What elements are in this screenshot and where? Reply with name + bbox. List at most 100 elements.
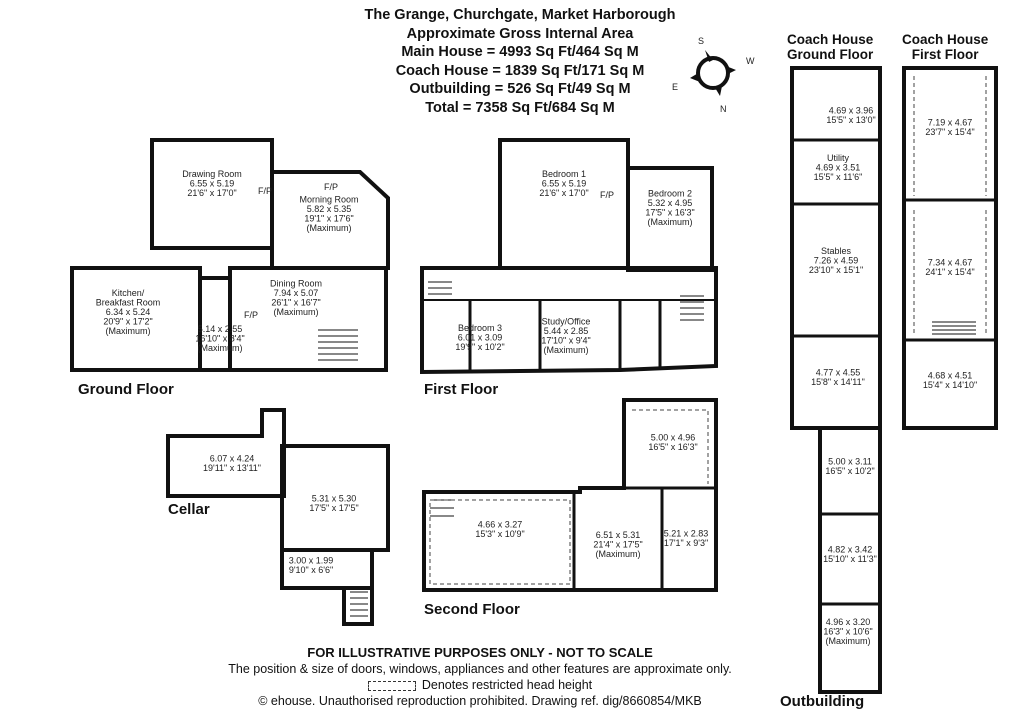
room-label-line: 5.00 x 4.96 (651, 433, 696, 443)
room-label-line: 15'5" x 13'0" (826, 115, 875, 125)
room-label-line: 5.31 x 5.30 (312, 494, 357, 504)
room-label-line: 4.68 x 4.51 (928, 371, 973, 381)
coach-first-label: Coach House First Floor (902, 32, 988, 62)
room-label-line: 6.01 x 3.09 (458, 333, 503, 343)
header-subtitle: Approximate Gross Internal Area (406, 25, 634, 42)
cellar-walls (166, 408, 390, 626)
room-label-line: (Maximum) (198, 343, 243, 353)
room-label-line: 9'10" x 6'6" (289, 565, 333, 575)
room-label-line: Bedroom 1 (542, 169, 586, 179)
room-label-line: 19'1" x 17'6" (304, 214, 353, 224)
room-label-line: 24'1" x 15'4" (925, 267, 974, 277)
room-label-line: 23'10" x 15'1" (809, 265, 863, 275)
room-label-line: 6.34 x 5.24 (106, 307, 151, 317)
room-label-line: 15'5" x 11'6" (814, 172, 863, 182)
coach-first-line1: Coach House (902, 32, 989, 47)
coach-first-line2: First Floor (911, 47, 979, 62)
dashed-line-icon (367, 680, 416, 691)
room-label-line: Utility (827, 153, 849, 163)
fireplace-label: F/P (258, 186, 272, 196)
room-label-line: 5.00 x 3.11 (828, 457, 872, 467)
fireplace-label: F/P (324, 182, 338, 192)
room-label-line: 16'5" x 10'2" (825, 466, 874, 476)
compass-n: N (720, 104, 727, 114)
room-label-line: Kitchen/ (112, 288, 145, 298)
room-label-line: 5.32 x 4.95 (648, 198, 693, 208)
room-label-line: 17'10" x 9'4" (541, 336, 590, 346)
footer-copyright: © ehouse. Unauthorised reproduction proh… (258, 694, 702, 708)
stairs-icon (318, 281, 976, 617)
room-label-line: (Maximum) (307, 223, 352, 233)
room-label-line: 7.26 x 4.59 (814, 256, 859, 266)
second-floor-label: Second Floor (424, 601, 520, 618)
fireplace-markers: F/P F/P F/P F/P (244, 182, 614, 320)
compass-letters: S W E N (672, 36, 755, 114)
room-label-line: 7.19 x 4.67 (928, 118, 973, 128)
room-label-line: (Maximum) (106, 326, 151, 336)
compass-icon (690, 50, 736, 96)
room-label-line: Morning Room (299, 195, 358, 205)
room-label-line: (Maximum) (826, 636, 871, 646)
room-label-line: 5.21 x 2.83 (664, 529, 709, 539)
room-label-line: (Maximum) (648, 217, 693, 227)
room-label-line: 5.44 x 2.85 (544, 326, 589, 336)
room-label-line: Study/Office (542, 317, 591, 327)
header-block: The Grange, Churchgate, Market Harboroug… (310, 6, 730, 118)
header-total: Total = 7358 Sq Ft/684 Sq M (425, 99, 615, 116)
room-label-line: 5.82 x 5.35 (307, 204, 352, 214)
header-main-house: Main House = 4993 Sq Ft/464 Sq M (401, 44, 639, 61)
room-label-line: 20'9" x 17'2" (103, 317, 152, 327)
room-label-line: 6.55 x 5.19 (190, 179, 235, 189)
room-label-line: (Maximum) (596, 549, 641, 559)
room-label-line: 4.82 x 3.42 (828, 545, 873, 555)
footer-legend: Denotes restricted head height (180, 678, 780, 692)
room-label-line: 7.94 x 5.07 (274, 288, 319, 298)
compass-s: S (698, 36, 704, 46)
room-label-line: Bedroom 3 (458, 323, 502, 333)
header-coach-house: Coach House = 1839 Sq Ft/171 Sq M (395, 62, 645, 79)
compass-w: W (746, 56, 755, 66)
cellar-label: Cellar (168, 501, 210, 518)
room-label-line: 6.55 x 5.19 (542, 179, 587, 189)
room-label-line: 5.14 x 2.55 (198, 324, 243, 334)
second-floor-walls (422, 398, 718, 592)
ground-floor-walls (70, 138, 390, 372)
room-label-line: 6.51 x 5.31 (596, 530, 641, 540)
fireplace-label: F/P (600, 190, 614, 200)
coach-house-first-walls (902, 66, 998, 430)
restricted-head-height-zone (429, 76, 987, 585)
room-label-line: 15'10" x 11'3" (823, 554, 877, 564)
header-title: The Grange, Churchgate, Market Harboroug… (364, 7, 676, 23)
room-label-line: 4.77 x 4.55 (816, 368, 861, 378)
room-label-line: 21'6" x 17'0" (187, 188, 236, 198)
room-label-line: Drawing Room (182, 169, 242, 179)
room-label-line: Dining Room (270, 279, 322, 289)
fireplace-label: F/P (244, 310, 258, 320)
room-label-line: 16'5" x 16'3" (648, 442, 697, 452)
room-label-line: 4.96 x 3.20 (826, 617, 871, 627)
room-label-line: Breakfast Room (96, 298, 161, 308)
first-floor-label: First Floor (424, 381, 499, 398)
room-label-line: 21'6" x 17'0" (539, 188, 588, 198)
room-label-line: (Maximum) (274, 307, 319, 317)
coach-ground-line2: Ground Floor (787, 47, 874, 62)
